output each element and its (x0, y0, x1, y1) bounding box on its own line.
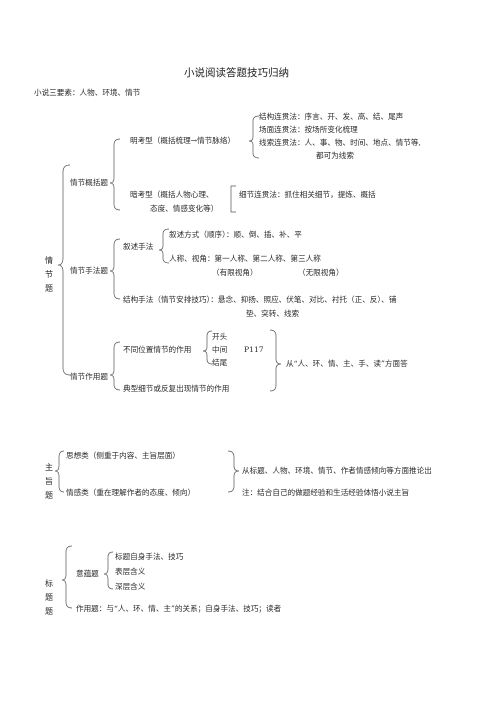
title-function: 作用题：与“人、环、情、主”的关系；自身手法、技巧；读者 (76, 604, 282, 613)
title-left-brace (61, 545, 73, 609)
theme-note: 注：结合自己的做题经验和生活经验体悟小说主旨 (242, 488, 410, 497)
narration-person: 人称、视角：第一人称、第二人称、第三人称 (169, 254, 321, 263)
theme-right-brace (227, 450, 240, 493)
narration-unlimited: （无限视角） (298, 268, 344, 277)
theme-side-char-1: 主 (45, 463, 53, 472)
meaning-item-2: 表层含义 (115, 567, 146, 576)
technique-label: 情节手法题 (70, 266, 108, 275)
meaning-item-3: 深层含义 (115, 582, 146, 591)
plot-side-char-3: 题 (45, 284, 53, 293)
implicit-label-2: 态度、情感变化等） (150, 204, 219, 213)
title-side-char-2: 题 (45, 593, 53, 602)
page-title: 小说阅读答题技巧归纳 (184, 67, 289, 79)
title-side-char-1: 标 (45, 579, 53, 588)
theme-side-char-2: 旨 (45, 477, 53, 486)
theme-method: 从标题、人物、环境、情节、作者情感倾向等方面推论出 (242, 466, 432, 475)
summary-brace (109, 138, 121, 211)
position-middle: 中间 (212, 345, 228, 354)
narration-order: 叙述方式（顺序）：顺、倒、插、补、平 (169, 230, 302, 239)
structure-line-2: 垫、突转、线索 (246, 309, 300, 318)
theme-left-brace (54, 450, 65, 493)
explicit-item-4: 都可为线索 (316, 151, 354, 160)
title-side-char-3: 题 (45, 607, 53, 616)
implicit-bracket (230, 185, 236, 213)
theme-side-char-3: 题 (45, 491, 53, 500)
explicit-item-2: 场面连贯法：按场所变化梳理 (259, 125, 358, 134)
technique-brace (109, 238, 121, 300)
explicit-label: 明考型（概括梳理→情节脉络） (130, 136, 236, 145)
narration-limited: （有限视角） (212, 268, 258, 277)
meaning-brace (103, 551, 114, 590)
position-page-ref: P117 (244, 345, 264, 354)
function-label: 情节作用题 (70, 372, 108, 381)
intro-text: 小说三要素：人物、环境、情节 (34, 88, 141, 97)
summary-label: 情节概括题 (70, 178, 108, 187)
function-brace (109, 341, 121, 391)
implicit-label-1: 暗考型（概括人物心理、 (130, 190, 214, 199)
implicit-method: 细节连贯法：抓住相关细节，提炼、概括 (239, 190, 376, 199)
plot-side-char-1: 情 (45, 256, 53, 265)
position-brace (202, 330, 213, 365)
explicit-item-3: 线索连贯法：人、事、物、时间、地点、情节等, (259, 138, 421, 147)
position-opening: 开头 (212, 332, 228, 341)
explicit-brace (248, 115, 260, 159)
plot-main-brace (57, 164, 71, 376)
plot-side-char-2: 节 (45, 270, 53, 279)
meaning-item-1: 标题自身手法、技巧 (115, 552, 184, 561)
explicit-item-1: 结构连贯法：序言、开、发、高、结、尾声 (259, 112, 404, 121)
position-label: 不同位置情节的作用 (123, 345, 192, 354)
structure-line-1: 结构手法（情节安排技巧）：悬念、抑扬、照应、伏笔、对比、衬托（正、反）、铺 (123, 295, 397, 304)
theme-emotion: 情感类（重在理解作者的态度、倾向） (66, 488, 196, 497)
function-answer: 从“人、环、情、主、手、读”方面答 (286, 359, 408, 368)
meaning-label: 意蕴题 (76, 569, 99, 578)
theme-ideology: 思想类（侧重于内容、主旨层面） (66, 451, 180, 460)
typical-detail: 典型细节或反复出现情节的作用 (123, 384, 230, 393)
position-ending: 结尾 (212, 358, 228, 367)
narration-label: 叙述手法 (123, 242, 154, 251)
narration-brace (158, 228, 170, 264)
answer-brace (269, 329, 282, 392)
